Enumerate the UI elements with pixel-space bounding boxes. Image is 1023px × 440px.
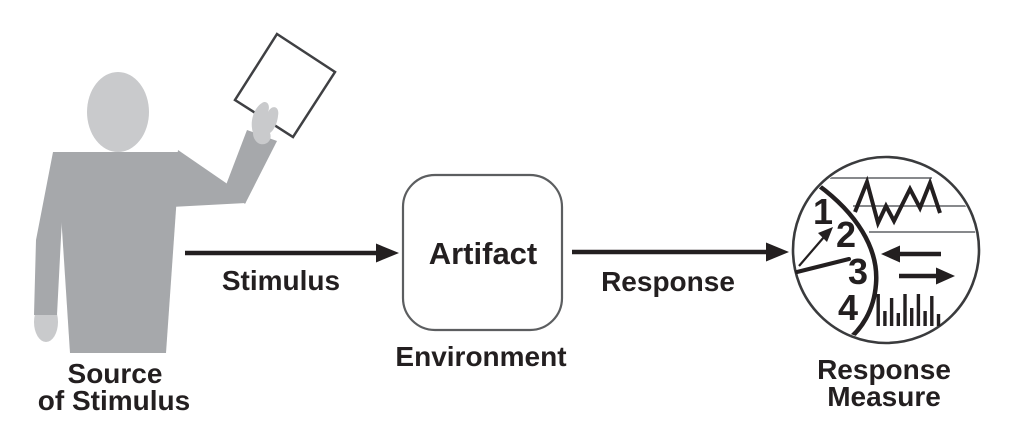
dial-number-1: 1 (813, 191, 833, 232)
person-forearm (226, 130, 277, 204)
response-arrowhead-icon (766, 242, 789, 262)
source-caption-line2: of Stimulus (38, 385, 190, 416)
stimulus-arrowhead-icon (376, 243, 399, 263)
dial-number-3: 3 (848, 251, 868, 292)
waveform-icon (853, 175, 942, 229)
person-pointing-hand (251, 102, 279, 145)
dial-number-4: 4 (838, 287, 858, 328)
right-arrow-icon (899, 267, 955, 285)
person-left-arm (34, 152, 70, 315)
environment-label: Environment (395, 341, 566, 372)
source-caption-line1: Source (68, 358, 163, 389)
person-head-icon (87, 72, 149, 152)
dial-number-2: 2 (836, 214, 856, 255)
artifact-node: Artifact Environment (395, 173, 567, 372)
source-of-stimulus-figure: Source of Stimulus (34, 32, 337, 416)
dial-arc (815, 182, 879, 341)
left-arrow-icon (881, 245, 941, 263)
response-measure-caption-line2: Measure (827, 381, 941, 412)
response-arrow-label: Response (601, 266, 735, 297)
response-measure-caption-line1: Response (817, 354, 951, 385)
dial-needle-thick (795, 257, 851, 274)
stimulus-card (233, 32, 337, 139)
person-upper-arm (171, 150, 246, 207)
response-arrow: Response (572, 242, 789, 297)
dial-needle-thin (798, 227, 833, 267)
stimulus-arrow: Stimulus (185, 243, 399, 296)
artifact-label: Artifact (429, 236, 538, 271)
stimulus-arrow-label: Stimulus (222, 265, 340, 296)
person-torso (57, 152, 180, 353)
response-measure-gauge: 1 2 3 4 (791, 155, 981, 412)
bar-chart-icon (876, 294, 941, 326)
dial-needle-arrowhead-icon (818, 227, 833, 242)
artifact-box (401, 173, 564, 332)
